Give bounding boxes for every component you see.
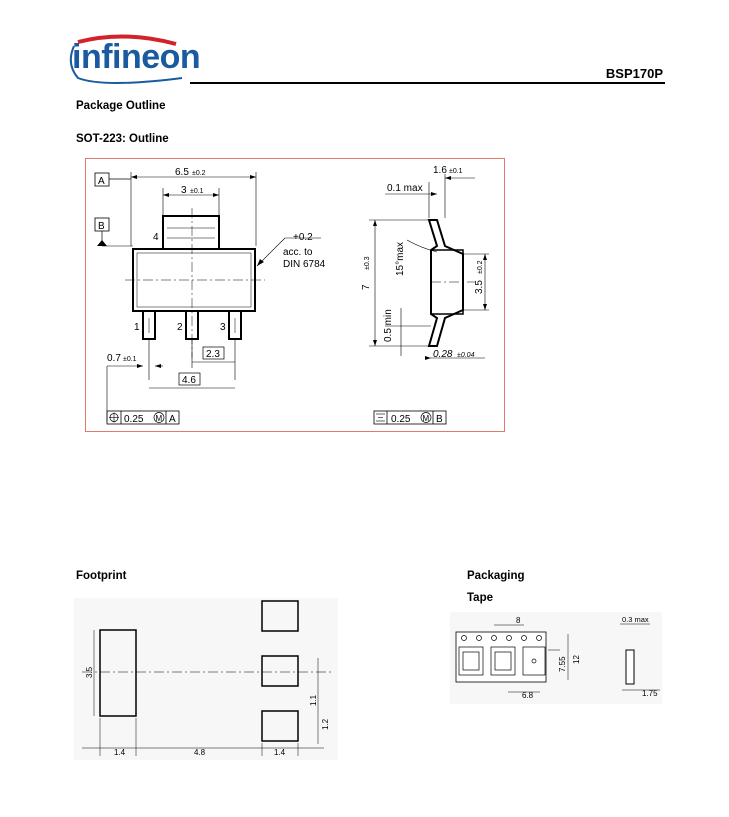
fcf-front-datum: A bbox=[169, 414, 176, 425]
dim-tab-tol: ±0.1 bbox=[190, 188, 204, 195]
tape-heading: Tape bbox=[467, 592, 493, 604]
dim-lead-width: 0.7 bbox=[107, 353, 121, 364]
fp-dim-14a: 1.4 bbox=[114, 748, 126, 757]
part-number: BSP170P bbox=[605, 66, 663, 81]
pin-3-label: 3 bbox=[220, 322, 226, 333]
pin-2-label: 2 bbox=[177, 322, 183, 333]
dim-01max: 0.1 max bbox=[387, 183, 423, 194]
tape-dim-8: 8 bbox=[516, 616, 521, 625]
pin-4-label: 4 bbox=[153, 232, 159, 243]
dim-lead-thick-tol: ±0.04 bbox=[457, 352, 475, 359]
dim-tab: 3 bbox=[181, 185, 187, 196]
dim-width: 6.5 bbox=[175, 167, 189, 178]
datum-b-label: B bbox=[98, 221, 105, 232]
tape-drawing: 8 7.55 12 6.8 0.3 max 1.75 bbox=[450, 612, 662, 704]
dim-body: 3.5 bbox=[474, 280, 485, 294]
fp-dim-11: 1.1 bbox=[309, 694, 318, 706]
dim-width-tol: ±0.2 bbox=[192, 170, 206, 177]
dim-angle: 15°max bbox=[395, 242, 406, 276]
dim-plus-tol: +0.2 bbox=[293, 232, 313, 243]
dim-body-tol: ±0.2 bbox=[477, 260, 484, 274]
tape-dim-755: 7.55 bbox=[558, 656, 567, 672]
dim-span: 4.6 bbox=[182, 375, 196, 386]
note-acc-to: acc. to bbox=[283, 247, 313, 258]
sot-outline-heading: SOT-223: Outline bbox=[76, 133, 169, 145]
outline-drawing-frame bbox=[85, 158, 505, 432]
dim-thick: 1.6 bbox=[433, 165, 447, 176]
datum-a-label: A bbox=[98, 176, 105, 187]
pin-1-label: 1 bbox=[134, 322, 140, 333]
sot223-outline-drawing: A 6.5 ±0.2 3 ±0.1 B 4 1 2 3 +0.2 acc. to… bbox=[94, 165, 489, 425]
fcf-side-value: 0.25 bbox=[391, 414, 411, 425]
company-logo: infineon bbox=[72, 38, 201, 76]
fcf-side-m: M bbox=[423, 414, 430, 423]
infineon-logo-swoosh bbox=[69, 34, 183, 84]
dim-pitch: 2.3 bbox=[206, 349, 220, 360]
fp-dim-48: 4.8 bbox=[194, 748, 206, 757]
tape-dim-175: 1.75 bbox=[642, 689, 658, 698]
note-din: DIN 6784 bbox=[283, 259, 326, 270]
tape-dim-12: 12 bbox=[572, 655, 581, 664]
fcf-side-datum: B bbox=[436, 414, 443, 425]
dim-05min: 0.5 min bbox=[383, 309, 394, 342]
header-rule bbox=[190, 82, 665, 84]
dim-height-tol: ±0.3 bbox=[364, 256, 371, 270]
fcf-front-m: M bbox=[156, 414, 163, 423]
fp-dim-14b: 1.4 bbox=[274, 748, 286, 757]
fp-dim-35: 3.5 bbox=[85, 666, 94, 678]
fcf-front-value: 0.25 bbox=[124, 414, 144, 425]
dim-height: 7 bbox=[361, 284, 372, 290]
fp-dim-12: 1.2 bbox=[321, 718, 330, 730]
tape-dim-03max: 0.3 max bbox=[622, 615, 649, 624]
dim-lead-thick: 0.28 bbox=[433, 349, 453, 360]
footprint-drawing: 3.5 1.4 4.8 1.4 1.1 1.2 bbox=[74, 598, 338, 760]
tape-dim-68: 6.8 bbox=[522, 691, 534, 700]
dim-lead-tol: ±0.1 bbox=[123, 356, 137, 363]
dim-thick-tol: ±0.1 bbox=[449, 168, 463, 175]
footprint-heading: Footprint bbox=[76, 570, 127, 582]
package-outline-heading: Package Outline bbox=[76, 100, 166, 112]
packaging-heading: Packaging bbox=[467, 570, 525, 582]
